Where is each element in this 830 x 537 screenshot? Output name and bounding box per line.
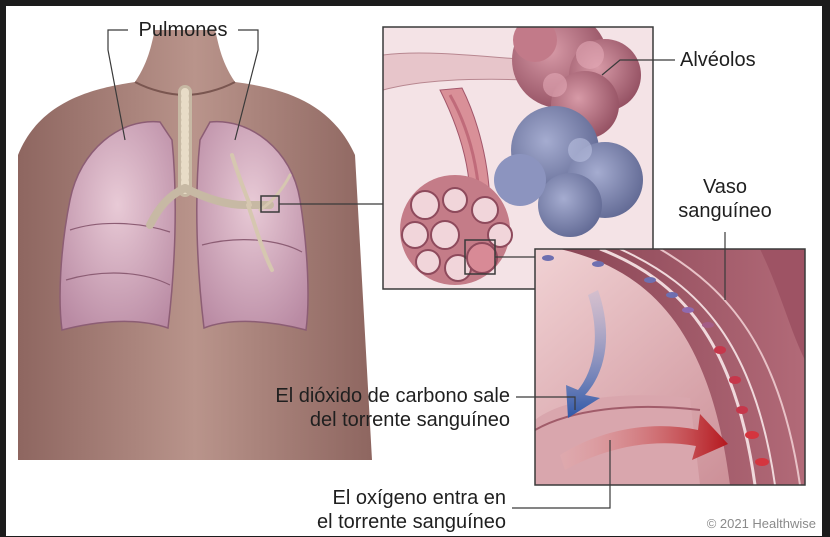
label-o2-line1: El oxígeno entra en	[240, 486, 506, 510]
label-blood-vessel-line2: sanguíneo	[660, 199, 790, 223]
label-o2-enters: El oxígeno entra en el torrente sanguíne…	[240, 486, 506, 534]
label-co2-line2: del torrente sanguíneo	[190, 408, 510, 432]
label-blood-vessel-line1: Vaso	[660, 175, 790, 199]
label-lungs: Pulmones	[128, 18, 238, 42]
label-blood-vessel: Vaso sanguíneo	[660, 175, 790, 223]
label-alveoli: Alvéolos	[680, 48, 756, 72]
label-co2-exits: El dióxido de carbono sale del torrente …	[190, 384, 510, 432]
label-o2-line2: el torrente sanguíneo	[240, 510, 506, 534]
blood-vessel-magnified-view	[535, 249, 805, 485]
copyright-notice: © 2021 Healthwise	[707, 516, 816, 531]
label-co2-line1: El dióxido de carbono sale	[190, 384, 510, 408]
alveoli-magnified-view	[383, 12, 653, 289]
